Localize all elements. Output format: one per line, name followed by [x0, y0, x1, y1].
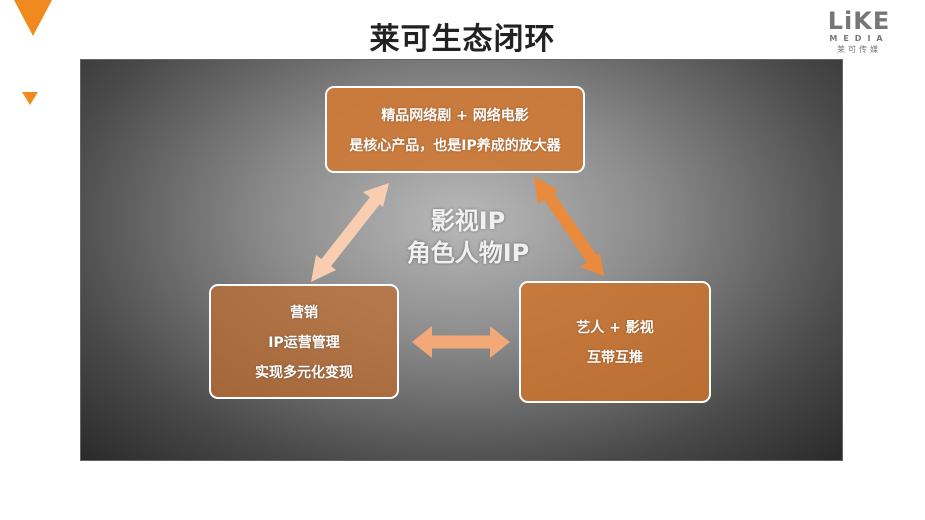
center-label: 影视IP 角色人物IP — [360, 205, 576, 269]
box-left-line1: 营销 — [290, 304, 318, 321]
logo-main: LiKE — [827, 7, 891, 35]
arrow-top-right — [534, 176, 604, 276]
box-marketing: 营销 IP运营管理 实现多元化变现 — [209, 284, 399, 399]
arrow-top-left — [311, 183, 389, 282]
box-artists: 艺人 + 影视 互带互推 — [519, 281, 711, 403]
box-left-line2: IP运营管理 — [268, 334, 340, 351]
arrow-bottom — [412, 326, 510, 358]
logo-cn: 莱可传媒 — [837, 45, 881, 54]
logo-sub: MEDIA — [829, 34, 889, 43]
like-media-logo: LiKE MEDIA 莱可传媒 — [826, 8, 892, 56]
slide-title: 莱可生态闭环 — [369, 22, 556, 57]
center-line2: 角色人物IP — [406, 239, 530, 267]
box-right-line2: 互带互推 — [587, 350, 643, 366]
box-content-production: 精品网络剧 + 网络电影 是核心产品，也是IP养成的放大器 — [325, 86, 585, 173]
decorative-triangle-small — [22, 92, 38, 105]
box-top-line1: 精品网络剧 + 网络电影 — [381, 107, 529, 124]
box-top-line2: 是核心产品，也是IP养成的放大器 — [349, 137, 561, 154]
center-line1: 影视IP — [430, 207, 506, 235]
box-left-line3: 实现多元化变现 — [255, 364, 353, 381]
decorative-triangle-large — [14, 0, 52, 36]
box-right-line1: 艺人 + 影视 — [576, 320, 654, 336]
